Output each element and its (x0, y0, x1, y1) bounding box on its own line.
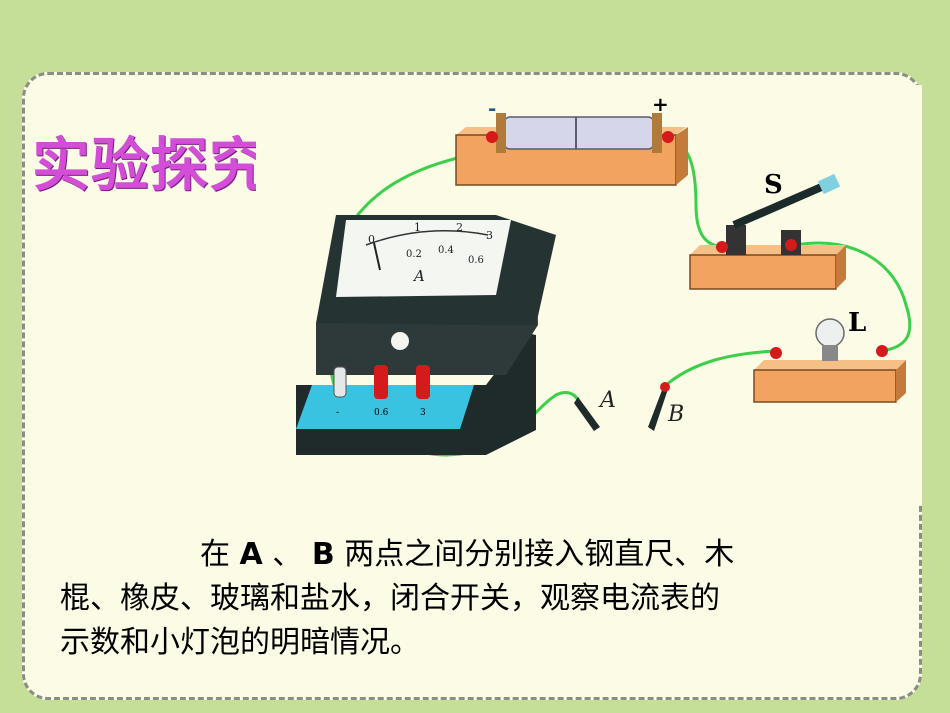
battery-holder: - + (455, 92, 688, 186)
ammeter-adjust-screw (391, 332, 409, 350)
description-text: 在 A 、 B 两点之间分别接入钢直尺、木 棍、橡皮、玻璃和盐水，闭合开关，观察… (60, 533, 910, 665)
wire-lamp-to-probe-b (664, 349, 778, 387)
probe-b-label: B (667, 402, 684, 427)
desc-point-b: B (311, 537, 335, 572)
lamp-label: L (848, 308, 866, 338)
terminal-label-minus: - (336, 408, 339, 418)
lamp: L (753, 308, 906, 403)
battery-plus-label: + (652, 92, 669, 116)
terminal-label-3: 3 (420, 408, 426, 418)
desc-indent: 在 (200, 537, 230, 572)
battery-terminal-plus (662, 131, 674, 143)
ammeter-scale-top-3: 3 (486, 229, 493, 242)
ammeter-scale-bottom-2: 0.6 (468, 255, 484, 266)
lamp-bulb-icon (815, 318, 845, 348)
battery-minus-label: - (488, 96, 496, 120)
ammeter-scale-top-1: 1 (414, 221, 421, 234)
battery-cells-icon (503, 116, 655, 150)
ammeter-symbol: A (412, 267, 425, 285)
desc-line1-rest: 两点之间分别接入钢直尺、木 (344, 537, 735, 572)
ammeter: 0 1 2 3 0.2 0.4 0.6 A - 0.6 3 (296, 215, 556, 455)
wire-switch-to-lamp (794, 241, 912, 353)
probe-a-label: A (598, 388, 616, 413)
switch-lever (732, 181, 828, 229)
slide-heading: 实验探究: (32, 131, 291, 199)
switch-label: S (764, 170, 783, 200)
circuit-diagram: - + S L 0 1 2 3 0.2 0.4 (256, 85, 922, 503)
terminal-3 (416, 365, 430, 399)
description-line-3: 示数和小灯泡的明暗情况。 (60, 625, 420, 660)
desc-sep: 、 (272, 537, 303, 572)
ammeter-scale-bottom-0: 0.2 (406, 249, 422, 260)
ammeter-scale-bottom-1: 0.4 (438, 245, 454, 256)
description-line-1: 在 A 、 B 两点之间分别接入钢直尺、木 (60, 533, 910, 577)
switch-post (726, 225, 746, 255)
ammeter-scale-top-0: 0 (368, 233, 375, 246)
ammeter-needle (373, 242, 381, 271)
terminal-negative (333, 366, 347, 398)
switch: S (689, 170, 846, 290)
description-line-2: 棍、橡皮、玻璃和盐水，闭合开关，观察电流表的 (60, 581, 720, 616)
battery-terminal-minus (486, 131, 498, 143)
probe-a: A (574, 388, 616, 431)
terminal-label-0-6: 0.6 (374, 408, 389, 418)
probe-b: B (648, 382, 684, 431)
desc-point-a: A (239, 537, 263, 572)
terminal-0-6 (374, 365, 388, 399)
ammeter-scale-top-2: 2 (456, 221, 463, 234)
ammeter-dial (336, 220, 511, 297)
